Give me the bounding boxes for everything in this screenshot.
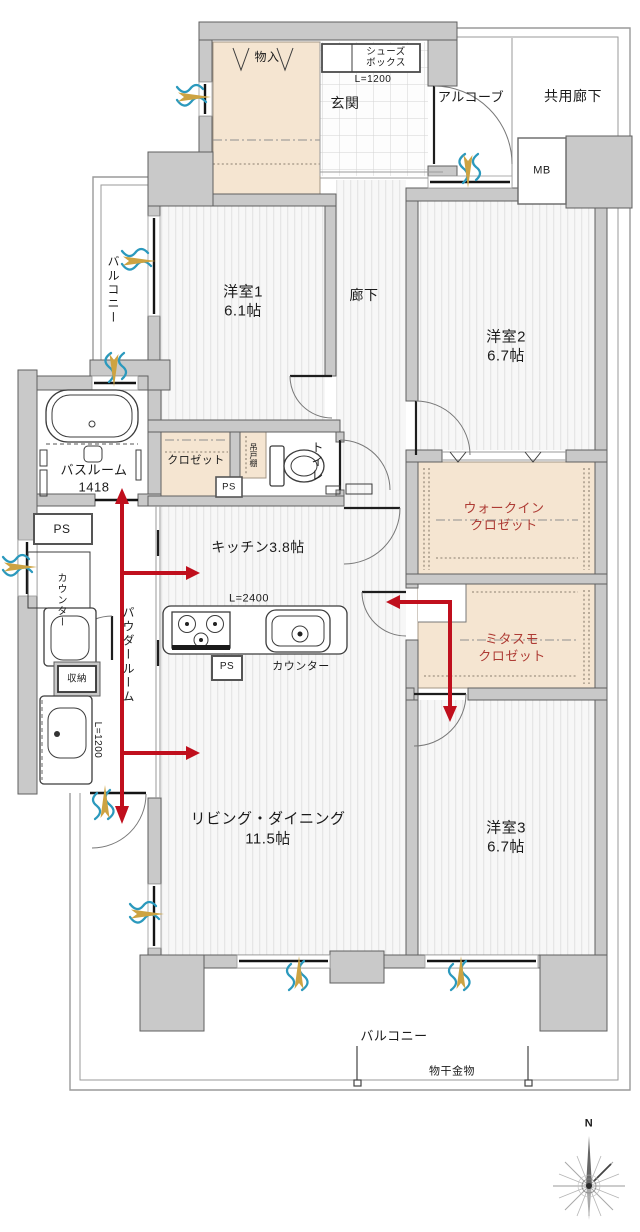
flow-arrows	[115, 488, 457, 824]
label-bedroom1-size: 6.1帖	[224, 302, 262, 320]
mb-box	[517, 137, 567, 205]
label-balcony-left: バルコニー	[106, 255, 120, 325]
label-compass-north: N	[584, 1117, 594, 1130]
label-shoebox-line2: ボックス	[366, 57, 406, 69]
label-hanging-cupboard: 吊戸棚	[249, 443, 258, 467]
floors	[37, 42, 595, 955]
label-powder-room: パウダールーム	[121, 606, 135, 704]
bathtub	[45, 389, 139, 443]
label-mitasumo-closet-line1: ミタスモ	[484, 631, 540, 647]
label-ps-left: PS	[53, 522, 71, 536]
label-kitchen: キッチン3.8帖	[211, 539, 305, 555]
label-walkin-closet-line1: ウォークイン	[463, 500, 545, 516]
storage-box	[57, 665, 97, 693]
sink	[265, 609, 331, 653]
laundry-pole	[353, 1046, 533, 1087]
label-vanity-length: L=1200	[92, 721, 103, 759]
label-alcove: アルコーブ	[437, 89, 505, 105]
label-kitchen-length: L=2400	[228, 592, 270, 605]
label-bedroom3-size: 6.7帖	[487, 838, 525, 856]
label-laundry-hardware: 物干金物	[429, 1065, 475, 1078]
label-bedroom3: 洋室3	[486, 819, 526, 837]
compass-icon	[553, 1136, 625, 1220]
label-toilet: トイレ	[310, 441, 324, 483]
label-bathroom: バスルーム	[60, 462, 128, 478]
vanity	[39, 695, 93, 785]
label-entrance: 玄関	[330, 95, 360, 111]
toilet-tank	[269, 445, 285, 487]
ps-box-left	[33, 513, 93, 545]
fixtures	[27, 43, 567, 1087]
label-storage-small: 収納	[66, 673, 88, 685]
label-living-dining: リビング・ダイニング	[190, 810, 346, 828]
label-bedroom2-size: 6.7帖	[487, 347, 525, 365]
label-bedroom1: 洋室1	[223, 283, 263, 301]
ps-box-kitchen	[211, 655, 243, 681]
label-counter-kitchen: カウンター	[272, 660, 330, 673]
doors	[65, 42, 513, 849]
label-meter-box: MB	[533, 164, 551, 177]
label-hallway: 廊下	[349, 287, 379, 303]
label-shoebox-length: L=1200	[354, 74, 392, 85]
label-living-dining-size: 11.5帖	[245, 830, 291, 848]
toilet-bowl	[283, 449, 325, 483]
label-balcony-bottom: バルコニー	[360, 1028, 428, 1044]
label-mitasumo-closet-line2: クロゼット	[478, 648, 546, 664]
site-outline	[69, 27, 631, 1091]
label-storage: 物入	[254, 50, 280, 64]
label-shoebox-line1: シューズ	[366, 46, 406, 58]
label-ps-kitchen: PS	[219, 661, 235, 672]
label-common-corridor: 共用廊下	[544, 88, 602, 104]
label-ps-closet: PS	[222, 481, 236, 493]
ps-box-closet	[215, 476, 243, 498]
label-bedroom2: 洋室2	[486, 328, 526, 346]
windows	[17, 81, 539, 969]
label-walkin-closet-line2: クロゼット	[470, 517, 538, 533]
shoe-box	[321, 43, 421, 73]
washing-machine	[43, 607, 97, 667]
label-closet: クロゼット	[167, 454, 225, 467]
walls	[17, 21, 633, 1032]
label-bathroom-size: 1418	[78, 479, 110, 495]
label-counter-left: カウンター	[55, 572, 66, 628]
